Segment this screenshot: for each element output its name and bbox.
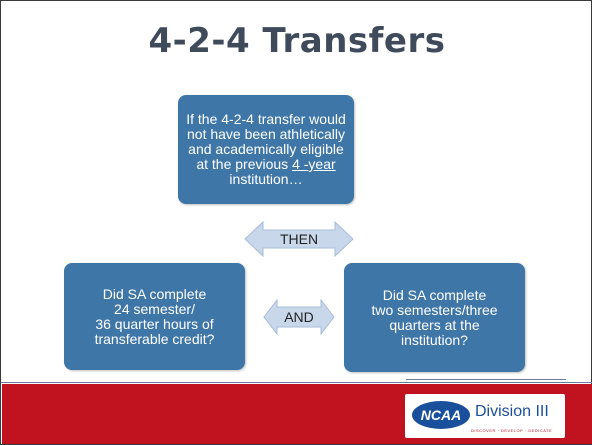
then-arrow: THEN (244, 220, 354, 258)
ncaa-logo-icon: NCAA (412, 401, 470, 429)
double-arrow-icon (263, 298, 335, 336)
condition-line-2: not have been athletically (187, 126, 345, 142)
residence-line-4: institution? (401, 331, 468, 348)
condition-text: If the 4-2-4 transfer would not have bee… (180, 112, 352, 187)
credit-line-4: transferable credit? (94, 330, 215, 347)
condition-line-3: and academically eligible (188, 141, 344, 157)
credit-line-2: 24 semester/ (114, 300, 195, 317)
credit-line-1: Did SA complete (102, 285, 207, 302)
credit-question-text: Did SA complete 24 semester/ 36 quarter … (89, 285, 221, 347)
ncaa-logo-text: NCAA (421, 407, 461, 423)
residence-line-1: Did SA complete (382, 286, 487, 303)
residence-question-box: Did SA complete two semesters/three quar… (344, 263, 525, 372)
condition-box-top: If the 4-2-4 transfer would not have bee… (178, 95, 354, 204)
condition-line-4-prefix: at the previous (196, 156, 293, 172)
and-arrow: AND (263, 298, 335, 336)
residence-question-text: Did SA complete two semesters/three quar… (365, 286, 503, 348)
ncaa-division-iii-logo: NCAA Division III DISCOVER · DEVELOP · D… (405, 394, 565, 438)
divider-long (1, 382, 592, 383)
condition-line-4: at the previous 4 -year (186, 157, 346, 172)
then-label: THEN (279, 231, 319, 247)
residence-line-3: quarters at the (389, 316, 480, 333)
condition-line-1: If the 4-2-4 transfer would (186, 111, 346, 127)
credit-line-3: 36 quarter hours of (95, 315, 214, 332)
residence-line-2: two semesters/three (371, 301, 498, 318)
four-year-link[interactable]: 4 -year (292, 156, 336, 172)
and-label: AND (284, 309, 314, 325)
divider-short (406, 379, 566, 380)
division-text: Division III (475, 403, 549, 420)
credit-question-box: Did SA complete 24 semester/ 36 quarter … (64, 263, 245, 370)
slide-title: 4-2-4 Transfers (148, 21, 446, 61)
double-arrow-icon (244, 220, 354, 258)
condition-line-5: institution… (229, 171, 303, 187)
logo-subtext: DISCOVER · DEVELOP · DEDICATE (471, 428, 553, 433)
